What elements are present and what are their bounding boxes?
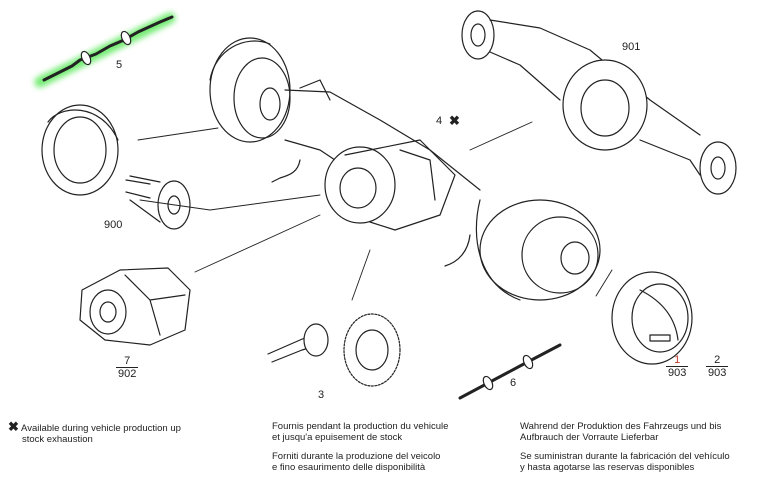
part-901-axle-housing[interactable] <box>461 10 737 195</box>
legend-italian: Forniti durante la produzione del veicol… <box>272 451 441 473</box>
callout-901: 901 <box>622 41 640 53</box>
callout-2-903: 2 903 <box>706 354 729 379</box>
leader-lines <box>137 121 613 301</box>
legend-french: Fournis pendant la production du vehicul… <box>272 421 449 443</box>
legend-spanish: Se suministran durante la fabricación de… <box>520 451 730 473</box>
part-900-drum-and-flange[interactable] <box>41 104 191 230</box>
part-3-crown-pinion[interactable] <box>267 313 401 387</box>
callout-1-903: 1 903 <box>666 354 689 379</box>
availability-marker-icon: ✖ <box>8 419 19 434</box>
part-6-halfshaft[interactable] <box>458 343 562 400</box>
callout-7-902: 7 902 <box>116 355 139 380</box>
callout-5: 5 <box>116 59 122 71</box>
availability-marker-icon: ✖ <box>449 113 460 128</box>
legend-english: ✖ Available during vehicle production up… <box>8 419 181 445</box>
part-902-differential-carrier[interactable] <box>79 267 191 346</box>
callout-4: 4 <box>436 115 442 127</box>
part-903-brake-assembly[interactable] <box>611 271 693 365</box>
legend-german: Wahrend der Produktion des Fahrzeugs und… <box>520 421 722 443</box>
part-5-halfshaft-highlighted[interactable] <box>34 12 176 88</box>
callout-6: 6 <box>510 377 516 389</box>
callout-900: 900 <box>104 219 122 231</box>
callout-3: 3 <box>318 389 324 401</box>
rear-axle-assembly[interactable] <box>209 37 601 301</box>
